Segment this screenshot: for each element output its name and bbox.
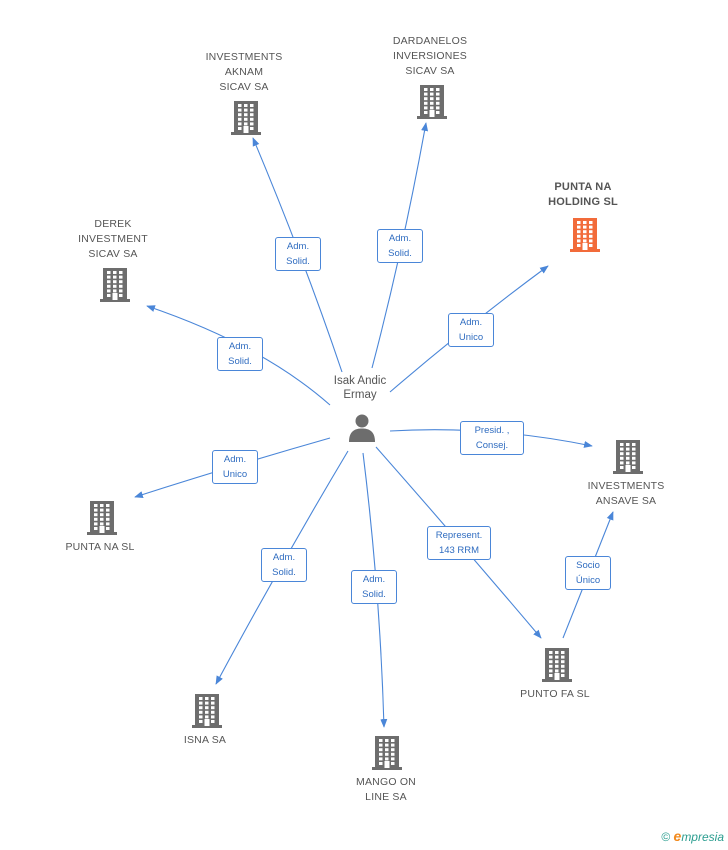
edge-label[interactable]: Adm. Solid. [261,548,307,582]
building-icon [613,440,643,474]
edge-label[interactable]: Socio Único [565,556,611,590]
footer-brand: © empresia [661,828,724,844]
brand-first-letter: e [673,828,682,844]
node-label: PUNTO FA SL [520,688,590,700]
edge-label[interactable]: Adm. Solid. [351,570,397,604]
edge-label[interactable]: Represent. 143 RRM [427,526,491,560]
node-label: DARDANELOS INVERSIONES SICAV SA [392,35,468,77]
node-label: INVESTMENTS ANSAVE SA [587,480,665,507]
edge-label[interactable]: Adm. Solid. [217,337,263,371]
building-icon [372,736,402,770]
node-label: DEREK INVESTMENT SICAV SA [78,218,148,260]
center-person-label: Isak Andic Ermay [333,375,387,401]
node-label: PUNTA NA HOLDING SL [548,181,618,208]
node-label: PUNTA NA SL [65,541,135,553]
brand-rest: mpresia [681,830,724,844]
building-icon [192,694,222,728]
building-icon [542,648,572,682]
person-icon [349,414,375,442]
edge-label[interactable]: Adm. Unico [212,450,258,484]
building-icon [100,268,130,302]
building-icon [231,101,261,135]
node-label: ISNA SA [183,734,227,746]
copyright-symbol: © [661,830,671,844]
edge-label[interactable]: Adm. Unico [448,313,494,347]
node-label: MANGO ON LINE SA [356,776,416,803]
node-label: INVESTMENTS AKNAM SICAV SA [205,51,283,93]
edge-label[interactable]: Presid. , Consej. [460,421,524,455]
edge-label[interactable]: Adm. Solid. [377,229,423,263]
building-icon [87,501,117,535]
edge-label[interactable]: Adm. Solid. [275,237,321,271]
building-icon [570,218,600,252]
building-icon [417,85,447,119]
